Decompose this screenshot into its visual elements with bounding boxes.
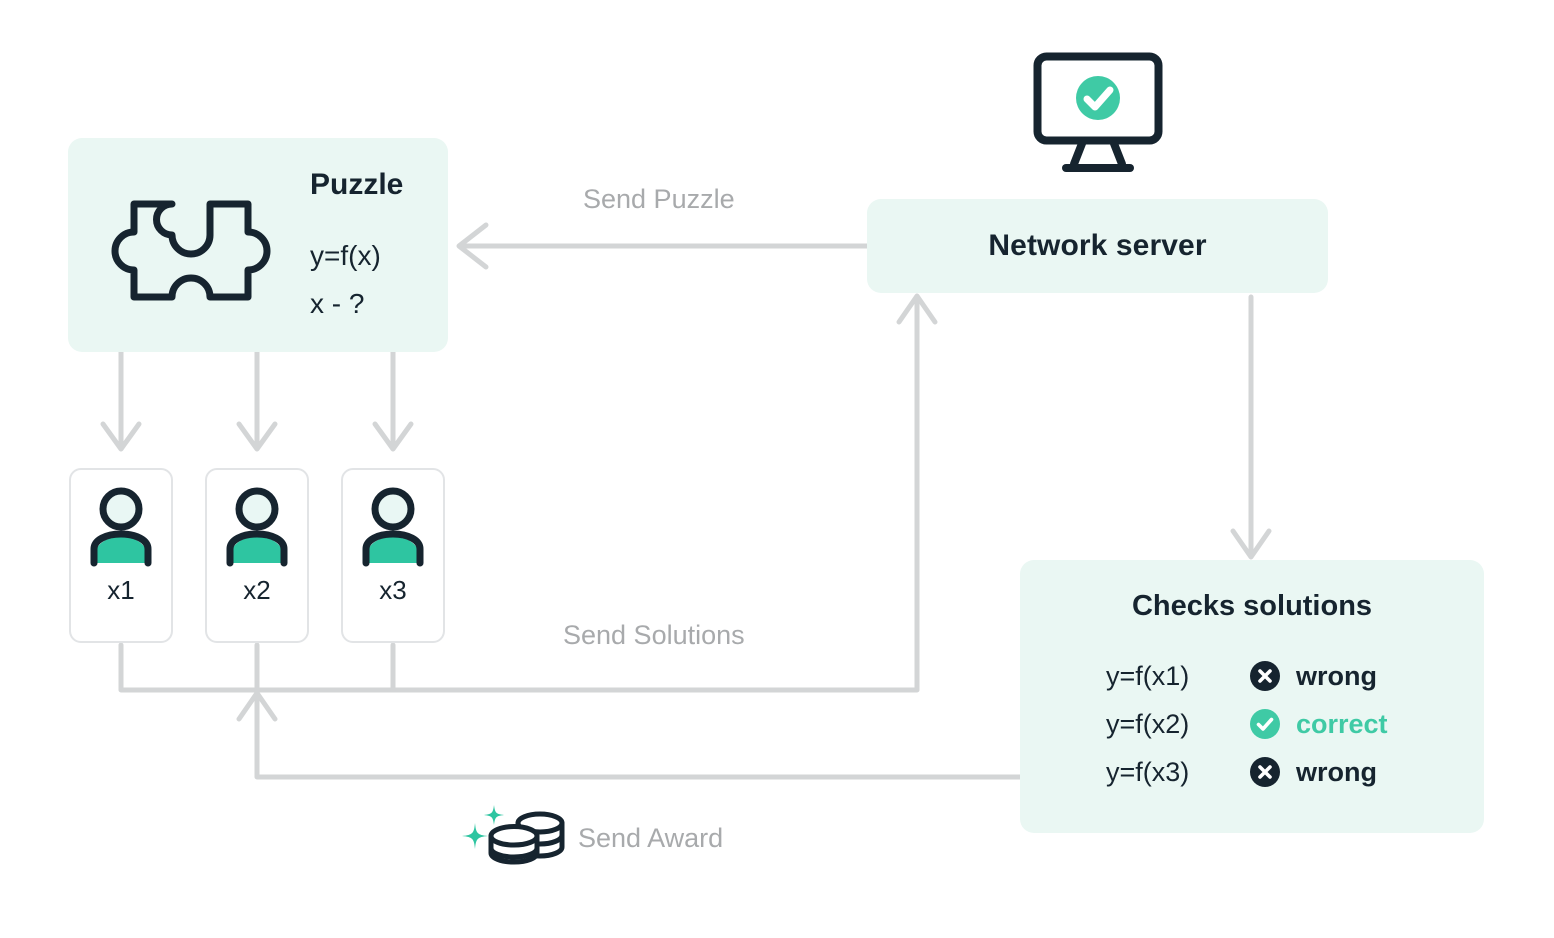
network-server-panel: Network server <box>867 199 1328 293</box>
arrow-send-award-head <box>236 690 278 722</box>
check-row-status: correct <box>1296 708 1388 739</box>
sparkle-small <box>484 805 504 825</box>
user-label-x3: x3 <box>379 575 407 605</box>
checks-solutions-panel: Checks solutions y=f(x1) wrong y=f(x2) c… <box>1020 560 1484 833</box>
person-icon <box>90 487 152 567</box>
monitor-status-circle <box>1076 76 1120 120</box>
check-row-key: y=f(x3) <box>1106 756 1190 787</box>
arrow-send-solutions-head <box>896 293 938 325</box>
user-label-x2: x2 <box>243 575 271 605</box>
puzzle-panel <box>68 138 448 352</box>
puzzle-piece-icon <box>111 200 271 301</box>
arrow-send-solutions-line <box>118 294 920 693</box>
x-circle-icon <box>1250 661 1280 691</box>
puzzle-formula: y=f(x) <box>310 240 381 271</box>
label-send-puzzle: Send Puzzle <box>583 184 735 214</box>
arrow-server-to-checks-head <box>1230 528 1272 560</box>
person-icon <box>226 487 288 567</box>
label-send-solutions: Send Solutions <box>563 620 745 650</box>
arrow-puzzle-to-x3-head <box>372 421 414 452</box>
checks-solutions-list: y=f(x1) wrong y=f(x2) correct y=f(x3) <box>1106 652 1388 796</box>
monitor-check-icon <box>1033 52 1163 172</box>
check-row: y=f(x3) wrong <box>1106 748 1388 796</box>
user-card-x3[interactable]: x3 <box>341 468 445 643</box>
checks-solutions-title: Checks solutions <box>1131 590 1373 622</box>
check-circle-icon <box>1250 709 1280 739</box>
x-circle-icon <box>1250 757 1280 787</box>
arrow-puzzle-to-x1-head <box>100 421 142 452</box>
check-row: y=f(x2) correct <box>1106 700 1388 748</box>
check-row-status: wrong <box>1296 756 1377 787</box>
label-send-award: Send Award <box>578 823 724 853</box>
user-card-x2[interactable]: x2 <box>205 468 309 643</box>
puzzle-unknown: x - ? <box>310 288 365 319</box>
network-server-label: Network server <box>988 229 1207 262</box>
user-label-x1: x1 <box>107 575 135 605</box>
check-row: y=f(x1) wrong <box>1106 652 1388 700</box>
check-row-status: wrong <box>1296 660 1377 691</box>
check-row-key: y=f(x2) <box>1106 708 1190 739</box>
user-card-x1[interactable]: x1 <box>69 468 173 643</box>
puzzle-title: Puzzle <box>310 168 404 201</box>
arrow-puzzle-to-x2-head <box>236 421 278 452</box>
arrow-send-award-line <box>254 691 1023 780</box>
arrow-send-puzzle-head <box>456 222 489 270</box>
check-row-key: y=f(x1) <box>1106 660 1190 691</box>
person-icon <box>362 487 424 567</box>
sparkle-large <box>462 823 488 849</box>
coins-sparkle-icon <box>462 805 565 865</box>
